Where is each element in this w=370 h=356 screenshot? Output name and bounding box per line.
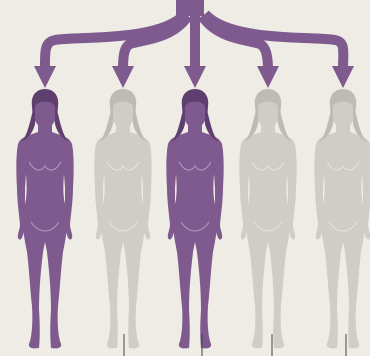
branching-figures-diagram — [0, 0, 370, 356]
diagram-canvas — [0, 0, 370, 356]
